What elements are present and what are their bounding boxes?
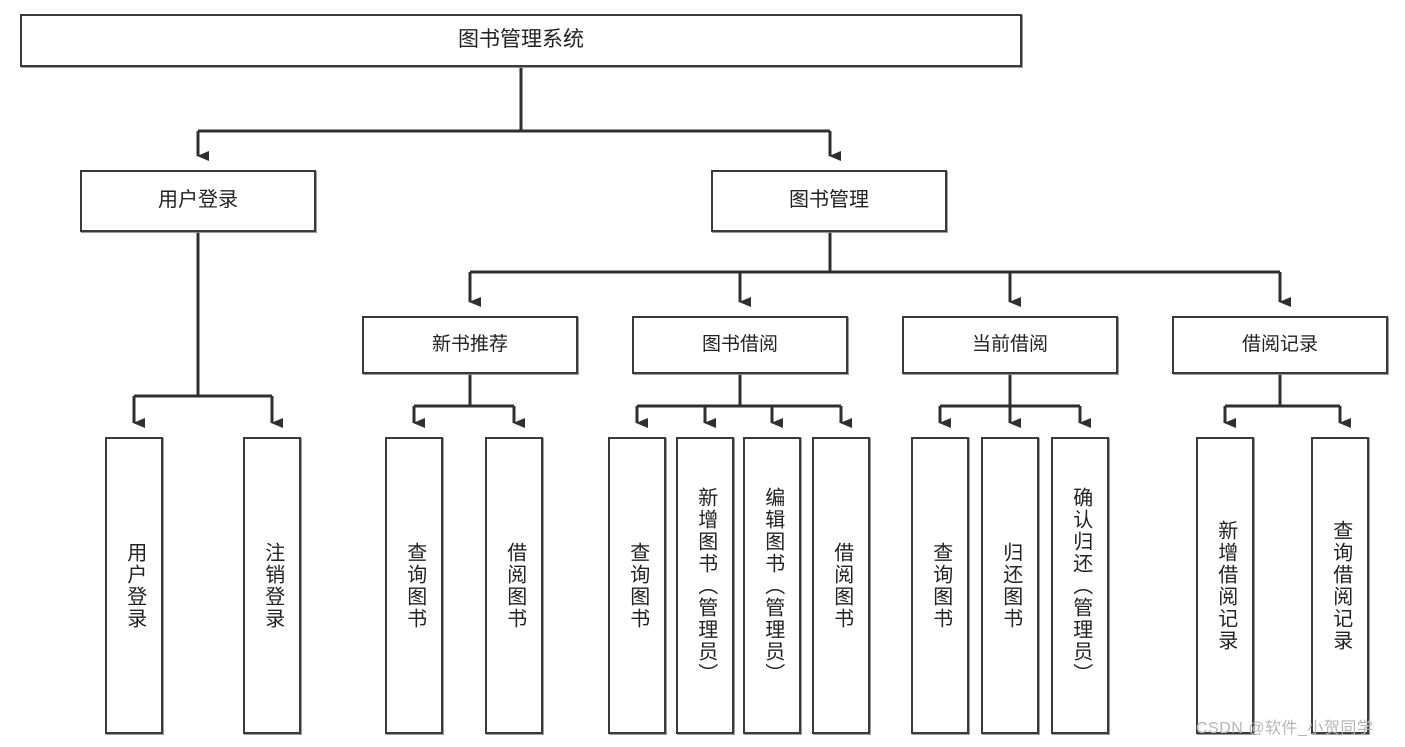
node-book-borrow[interactable]: 图书借阅: [632, 316, 848, 374]
node-label: 用户登录: [158, 189, 238, 212]
node-label: 新增图书（管理员）: [694, 486, 717, 685]
node-current-borrow[interactable]: 当前借阅: [902, 316, 1118, 374]
node-label: 当前借阅: [971, 333, 1048, 355]
csdn-watermark: CSDN @软件_小贺同学: [1196, 720, 1374, 737]
node-book-management-system[interactable]: 图书管理系统: [20, 14, 1022, 67]
node-label: 图书管理系统: [458, 28, 584, 52]
node-borrow-record[interactable]: 借阅记录: [1172, 316, 1388, 374]
leaf-query-book-borrow[interactable]: 查询图书: [608, 437, 666, 734]
node-label: 查询图书: [626, 541, 649, 630]
leaf-user-login[interactable]: 用户登录: [105, 437, 163, 734]
leaf-return-book[interactable]: 归还图书: [981, 437, 1039, 734]
node-label: 查询借阅记录: [1329, 519, 1352, 652]
node-label: 借阅图书: [503, 541, 526, 630]
node-label: 新书推荐: [431, 333, 508, 355]
node-label: 图书借阅: [701, 333, 778, 355]
node-book-management[interactable]: 图书管理: [711, 170, 947, 232]
leaf-add-borrow-record[interactable]: 新增借阅记录: [1196, 437, 1254, 734]
leaf-confirm-return-admin[interactable]: 确认归还（管理员）: [1051, 437, 1109, 734]
leaf-edit-book-admin[interactable]: 编辑图书（管理员）: [743, 437, 801, 734]
leaf-query-book-current[interactable]: 查询图书: [911, 437, 969, 734]
node-label: 归还图书: [999, 541, 1022, 630]
node-label: 注销登录: [261, 541, 284, 630]
leaf-query-borrow-record[interactable]: 查询借阅记录: [1311, 437, 1369, 734]
node-label: 用户登录: [123, 541, 146, 630]
node-label: 借阅图书: [830, 541, 853, 630]
node-label: 确认归还（管理员）: [1069, 486, 1092, 685]
leaf-add-book-admin[interactable]: 新增图书（管理员）: [676, 437, 734, 734]
node-label: 借阅记录: [1241, 333, 1318, 355]
leaf-borrow-book[interactable]: 借阅图书: [812, 437, 870, 734]
leaf-logout[interactable]: 注销登录: [243, 437, 301, 734]
leaf-query-book-recommend[interactable]: 查询图书: [385, 437, 443, 734]
node-user-login[interactable]: 用户登录: [80, 170, 316, 232]
node-label: 新增借阅记录: [1214, 519, 1237, 652]
node-label: 图书管理: [789, 189, 869, 212]
node-new-book-recommend[interactable]: 新书推荐: [362, 316, 578, 374]
node-label: 查询图书: [403, 541, 426, 630]
node-label: 查询图书: [929, 541, 952, 630]
leaf-borrow-book-recommend[interactable]: 借阅图书: [485, 437, 543, 734]
node-label: 编辑图书（管理员）: [761, 486, 784, 685]
